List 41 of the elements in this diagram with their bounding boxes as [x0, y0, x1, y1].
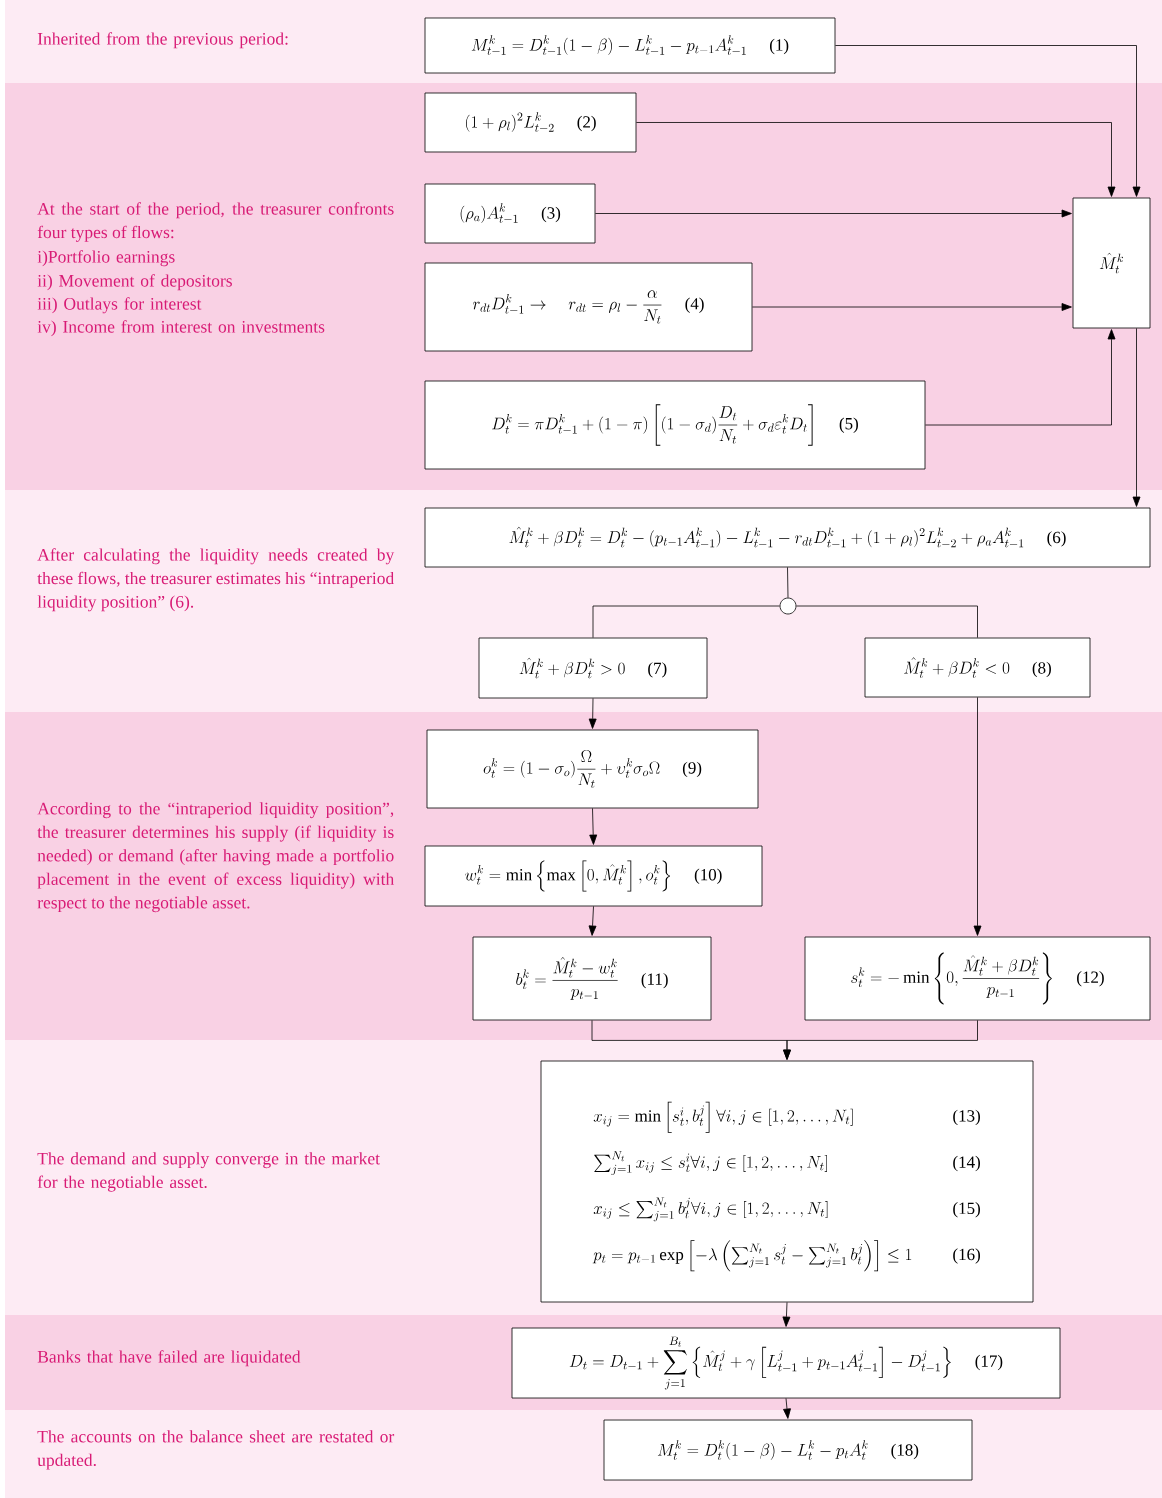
equation-box: $o_{t}^{k}=(1-\sigma_{o})\frac{\Omega}{N_{t}}+\upsilon_{t}^{k}\sigma_{o}\Omega$ (9): [426, 729, 759, 809]
equation-system-box: $x_{ij}=\min\left[s_{t}^{i},b_{t}^{j}\right]\forall i,j\in\left[1,2,\ldots,N_{t}\right]$ (13) $\sum_{j=1}^{N_{t}}x_{ij}\leq s_{t}^{i}\forall i,j\in\left[1,2,\ldots,N_{t}\right]$ (14) $x_{ij}\leq\sum_{j=1}^{N_{t}}b_{t}^{j}\forall i,j\in\left[1,2,\ldots,N_{t}\right]$ (15) $p_{t}=p_{t-1}\exp\left[-\lambda\left(\sum_{j=1}^{N_{t}}s_{t}^{j}-\sum_{j=1}^{N_{t}}b_{t}^{j}\right)\right]\leq 1$ (16): [540, 1060, 1034, 1303]
arrow: [973, 697, 982, 936]
list-item: iii) Outlays for interest: [37, 297, 202, 314]
equation-box: $(1+\rho_{l})^{2}L_{t-2}^{k}$ (2): [424, 92, 637, 153]
arrow: [752, 303, 1072, 311]
equation-box: $b_{t}^{k}=\frac{\hat{M}_{t}^{k}-w_{t}^{k}}{p_{t-1}}$ (11): [472, 936, 712, 1021]
equation-box: $M_{t}^{k}=D_{t}^{k}(1-\beta)-L_{t}^{k}-p_{t}A_{t}^{k}$ (18): [603, 1419, 973, 1481]
description-text: According to the “intraperiod liquidity position”, the treasurer determines his supply (if liquidity is needed) or demand (after having made a portfolio placement in the event of excess liquidity) with respect to the negotiable asset.: [37, 802, 394, 913]
arrow: [783, 1020, 978, 1060]
description-text: At the start of the period, the treasurer confronts four types of flows:: [37, 202, 394, 242]
description-text: The accounts on the balance sheet are restated or updated.: [37, 1430, 395, 1470]
equation-box: $\hat{M}_{t}^{k}+\beta D_{t}^{k}<0$ (8): [864, 637, 1091, 698]
arrow: [588, 906, 597, 936]
equation-box: $\hat{M}_{t}^{k}$: [1072, 197, 1151, 329]
description-text: After calculating the liquidity needs created by these flows, the treasurer estimates his “intraperiod liquidity position” (6).: [37, 548, 395, 612]
arrow: [588, 698, 597, 729]
arrow: [1132, 328, 1141, 507]
list-item: ii) Movement of depositors: [37, 274, 232, 291]
equation-box: $D_{t}=D_{t-1}+\sum_{j=1}^{B_{t}}\left\{\hat{M}_{t}^{j}+\gamma\left[L_{t-1}^{j}+p_{t-1}A_{t-1}^{j}\right]-D_{t-1}^{j}\right\}$ (17): [511, 1327, 1061, 1399]
description-text: Inherited from the previous period:: [37, 32, 288, 49]
arrow: [835, 45, 1141, 197]
arrow: [782, 1302, 791, 1327]
arrow: [783, 1398, 791, 1419]
equation-box: $\hat{M}_{t}^{k}+\beta D_{t}^{k}>0$ (7): [478, 637, 708, 699]
equation-box: $w_{t}^{k}=\min\left\{\max\left[0,\hat{M}_{t}^{k}\right],o_{t}^{k}\right\}$ (10): [424, 845, 763, 907]
equation-box: $s_{t}^{k}=-\min\left\{0,\frac{\hat{M}_{t}^{k}+\beta D_{t}^{k}}{p_{t-1}}\right\}$ (12): [804, 936, 1151, 1021]
arrow: [636, 122, 1116, 197]
arrow: [595, 209, 1072, 218]
description-text: Banks that have failed are liquidated: [37, 1350, 301, 1367]
junction-circle: [779, 597, 797, 615]
arrow: [925, 329, 1116, 426]
equation-box: $\hat{M}_{t}^{k}+\beta D_{t}^{k}=D_{t}^{k}-(p_{t-1}A_{t-1}^{k})-L_{t-1}^{k}-r_{dt}D_{t-1}^{k}+(1+\rho_{l})^{2}L_{t-2}^{k}+\rho_{a}A_{t-1}^{k}$ (6): [424, 507, 1151, 568]
equation-box: $M_{t-1}^{k}=D_{t-1}^{k}(1-\beta)-L_{t-1}^{k}-p_{t-1}A_{t-1}^{k}$ (1): [424, 17, 836, 74]
description-text: The demand and supply converge in the market for the negotiable asset.: [37, 1152, 380, 1192]
equation-box: $(\rho_{a})A_{t-1}^{k}$ (3): [424, 183, 596, 244]
list-item: i)Portfolio earnings: [37, 250, 175, 267]
equation-box: $r_{dt}D_{t-1}^{k}\rightarrow\quad r_{dt}=\rho_{l}-\frac{\alpha}{N_{t}}$ (4): [424, 262, 753, 352]
equation-box: $D_{t}^{k}=\pi D_{t-1}^{k}+(1-\pi)\left[(1-\sigma_{d})\frac{D_{t}}{N_{t}}+\sigma_{d}\varepsilon_{t}^{k}D_{t}\right]$ (5): [424, 380, 926, 470]
arrow: [589, 808, 598, 845]
list-item: iv) Income from interest on investments: [37, 320, 325, 337]
